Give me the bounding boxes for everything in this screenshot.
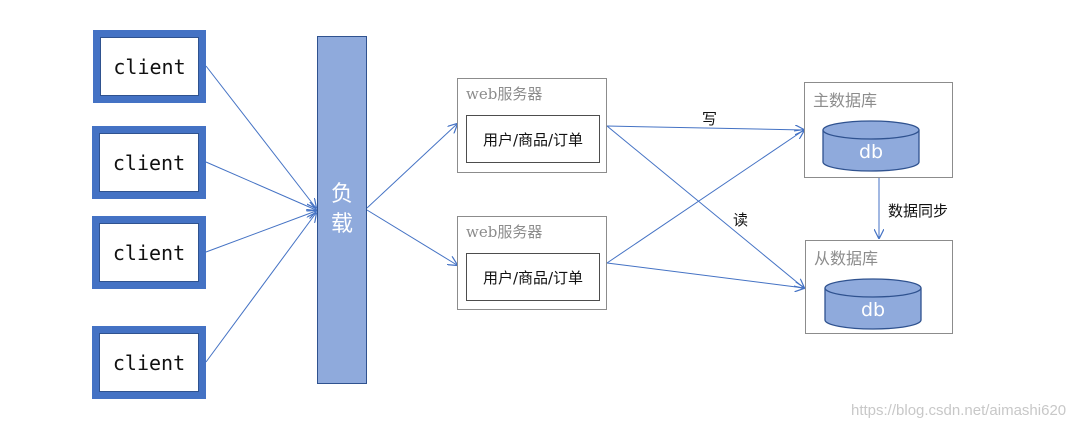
load-balancer-char-1: 负: [330, 182, 353, 207]
arrow-lb-to-web2: [366, 209, 457, 265]
load-balancer: 负 载: [317, 36, 367, 384]
client-box-2: client: [92, 126, 206, 199]
client-box-4: client: [92, 326, 206, 399]
arrow-web1-to-slave: [606, 125, 804, 288]
master-database: 主数据库 db: [804, 82, 953, 178]
arrow-web2-to-master: [606, 130, 804, 264]
arrow-client4-to-lb: [205, 213, 316, 363]
cylinder-label: db: [859, 141, 883, 163]
watermark: https://blog.csdn.net/aimashi620: [851, 402, 1067, 419]
arrow-web1-to-master: [606, 126, 804, 130]
client-box-1: client: [93, 30, 206, 103]
arrow-web2-to-slave: [606, 262, 804, 288]
client-label: client: [99, 133, 199, 192]
slave-database: 从数据库 db: [805, 240, 953, 334]
client-label: client: [99, 223, 199, 282]
arrow-client2-to-lb: [205, 161, 316, 210]
read-label: 读: [733, 211, 749, 229]
write-label: 写: [702, 110, 718, 128]
database-cylinder-icon: db: [822, 120, 920, 172]
web-server-services: 用户/商品/订单: [466, 115, 600, 163]
arrow-lb-to-web1: [366, 124, 457, 209]
database-cylinder-icon: db: [824, 278, 922, 330]
web-server-title: web服务器: [466, 223, 543, 241]
client-label: client: [100, 37, 199, 96]
client-label: client: [99, 333, 199, 392]
web-server-title: web服务器: [466, 85, 543, 103]
cylinder-label: db: [861, 299, 885, 321]
web-server-1: web服务器 用户/商品/订单: [457, 78, 607, 173]
arrow-client1-to-lb: [205, 65, 316, 208]
load-balancer-char-2: 载: [330, 212, 353, 237]
master-database-title: 主数据库: [813, 91, 878, 110]
web-server-2: web服务器 用户/商品/订单: [457, 216, 607, 310]
slave-database-title: 从数据库: [814, 249, 879, 268]
client-box-3: client: [92, 216, 206, 289]
sync-label: 数据同步: [888, 202, 949, 220]
web-server-services: 用户/商品/订单: [466, 253, 600, 301]
arrow-client3-to-lb: [205, 211, 316, 253]
